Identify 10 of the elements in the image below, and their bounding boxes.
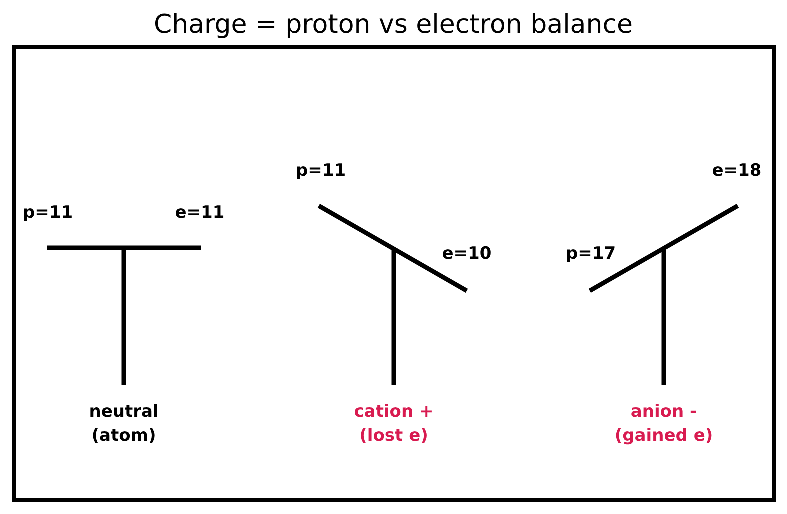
proton-count: p=11: [22, 202, 74, 225]
state-caption: neutral (atom): [88, 401, 160, 448]
proton-count: p=11: [296, 160, 346, 183]
electron-count: e=18: [712, 160, 762, 183]
state-caption: cation + (lost e): [353, 401, 435, 448]
proton-count: p=17: [566, 243, 616, 266]
state-caption: anion - (gained e): [614, 401, 714, 448]
electron-count: e=11: [175, 202, 225, 225]
electron-count: e=10: [442, 243, 492, 266]
title: Charge = proton vs electron balance: [152, 10, 634, 40]
